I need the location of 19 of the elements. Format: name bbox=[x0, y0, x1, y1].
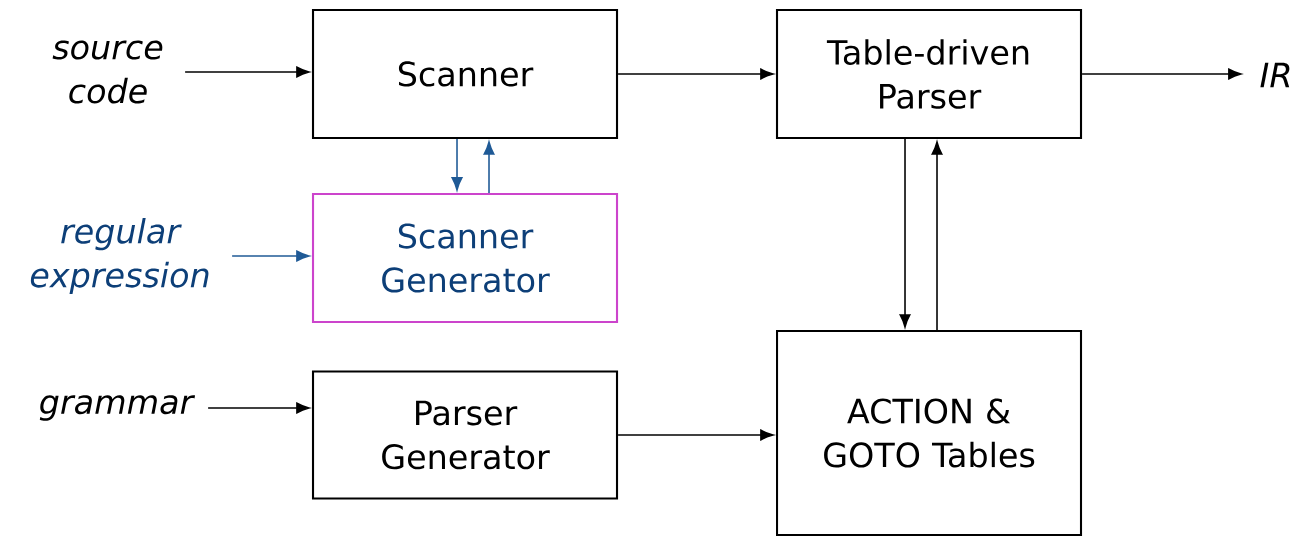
arrow bbox=[899, 138, 911, 328]
process-box: Scanner bbox=[311, 8, 619, 140]
input-label: grammar bbox=[39, 395, 196, 421]
arrow bbox=[931, 141, 943, 331]
input-label: source code bbox=[52, 40, 163, 104]
process-box: Table-driven Parser bbox=[775, 8, 1083, 140]
process-box: Scanner Generator bbox=[311, 192, 619, 324]
arrow bbox=[184, 66, 310, 78]
process-box: Parser Generator bbox=[311, 370, 619, 500]
arrow bbox=[451, 138, 463, 191]
arrow bbox=[1081, 68, 1242, 80]
arrow bbox=[617, 429, 774, 441]
process-box: ACTION & GOTO Tables bbox=[775, 329, 1083, 536]
arrow bbox=[231, 250, 310, 262]
arrow bbox=[617, 68, 774, 80]
input-label: IR bbox=[1260, 62, 1290, 88]
input-label: regular expression bbox=[30, 217, 209, 295]
arrow bbox=[483, 141, 495, 194]
arrow bbox=[207, 402, 310, 414]
